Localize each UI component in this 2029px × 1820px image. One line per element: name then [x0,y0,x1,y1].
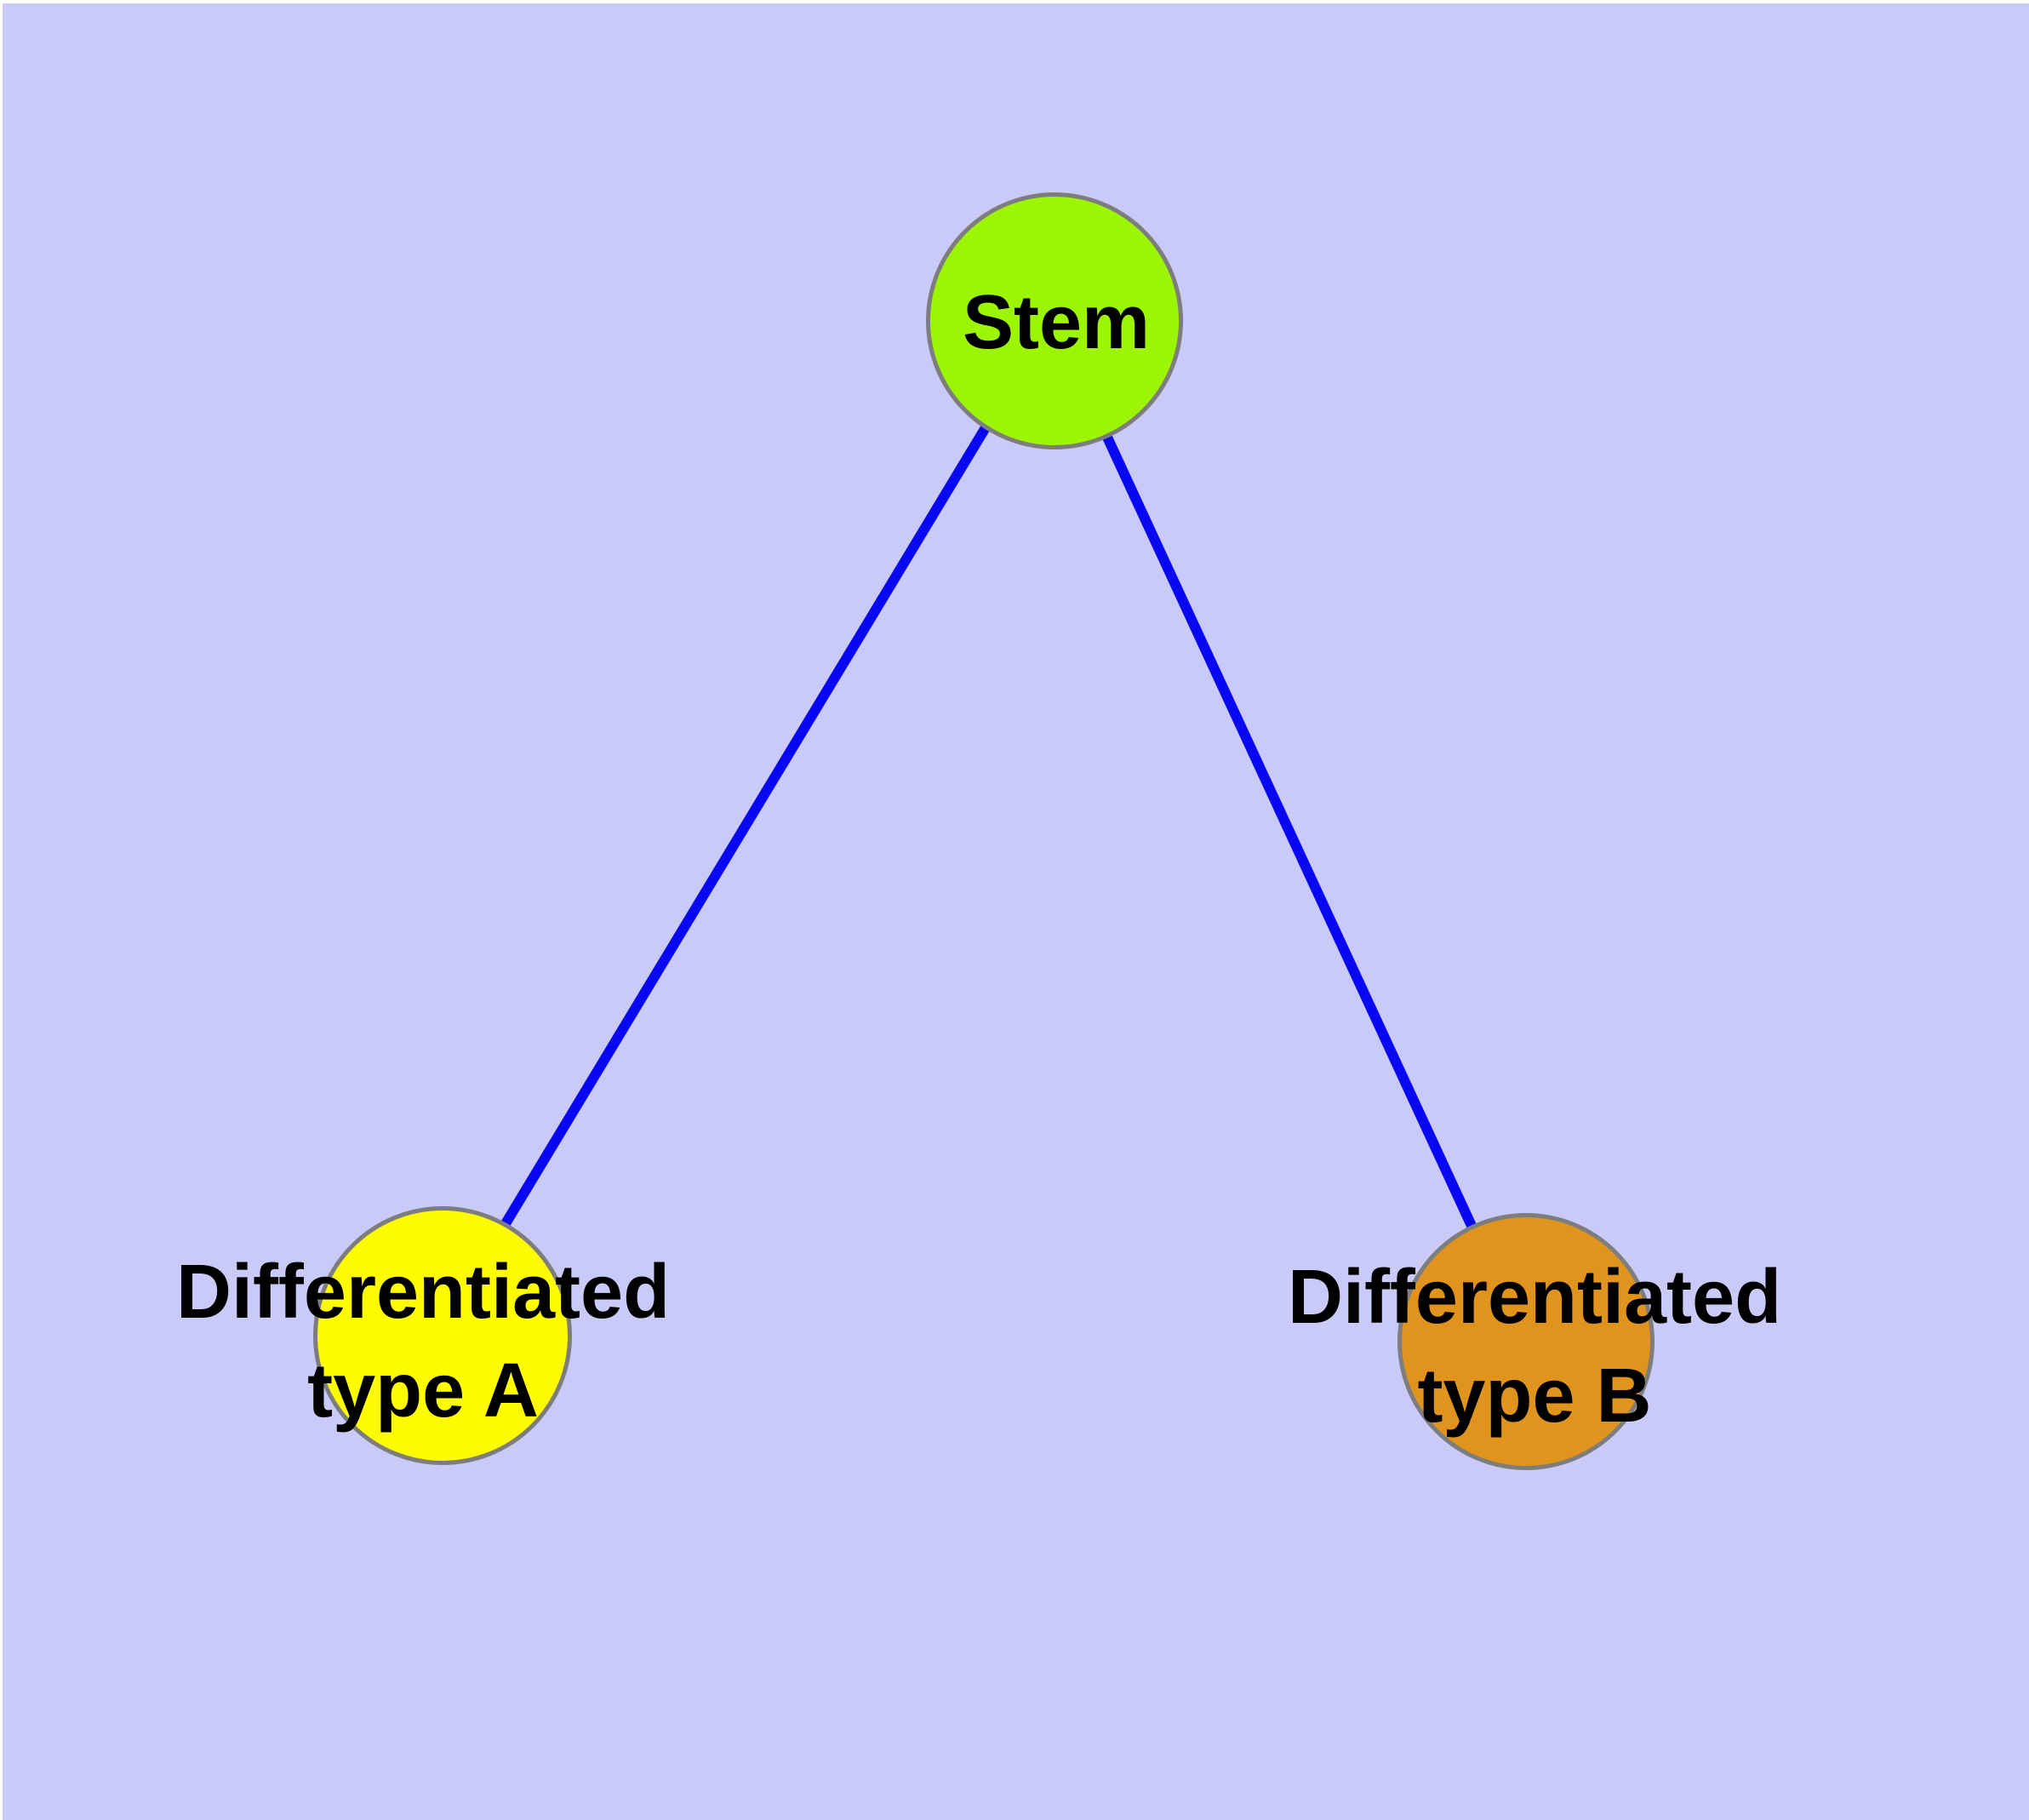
node-differentiated-type-b[interactable] [1397,1213,1655,1470]
node-stem[interactable] [926,192,1183,449]
diagram-canvas: Stem Differentiated type A Differentiate… [3,3,2029,1820]
edge-stem-to-type-a [435,314,1057,1336]
node-differentiated-type-a[interactable] [313,1206,572,1465]
edge-layer [435,314,1529,1341]
edge-stem-to-type-b [1047,315,1529,1341]
